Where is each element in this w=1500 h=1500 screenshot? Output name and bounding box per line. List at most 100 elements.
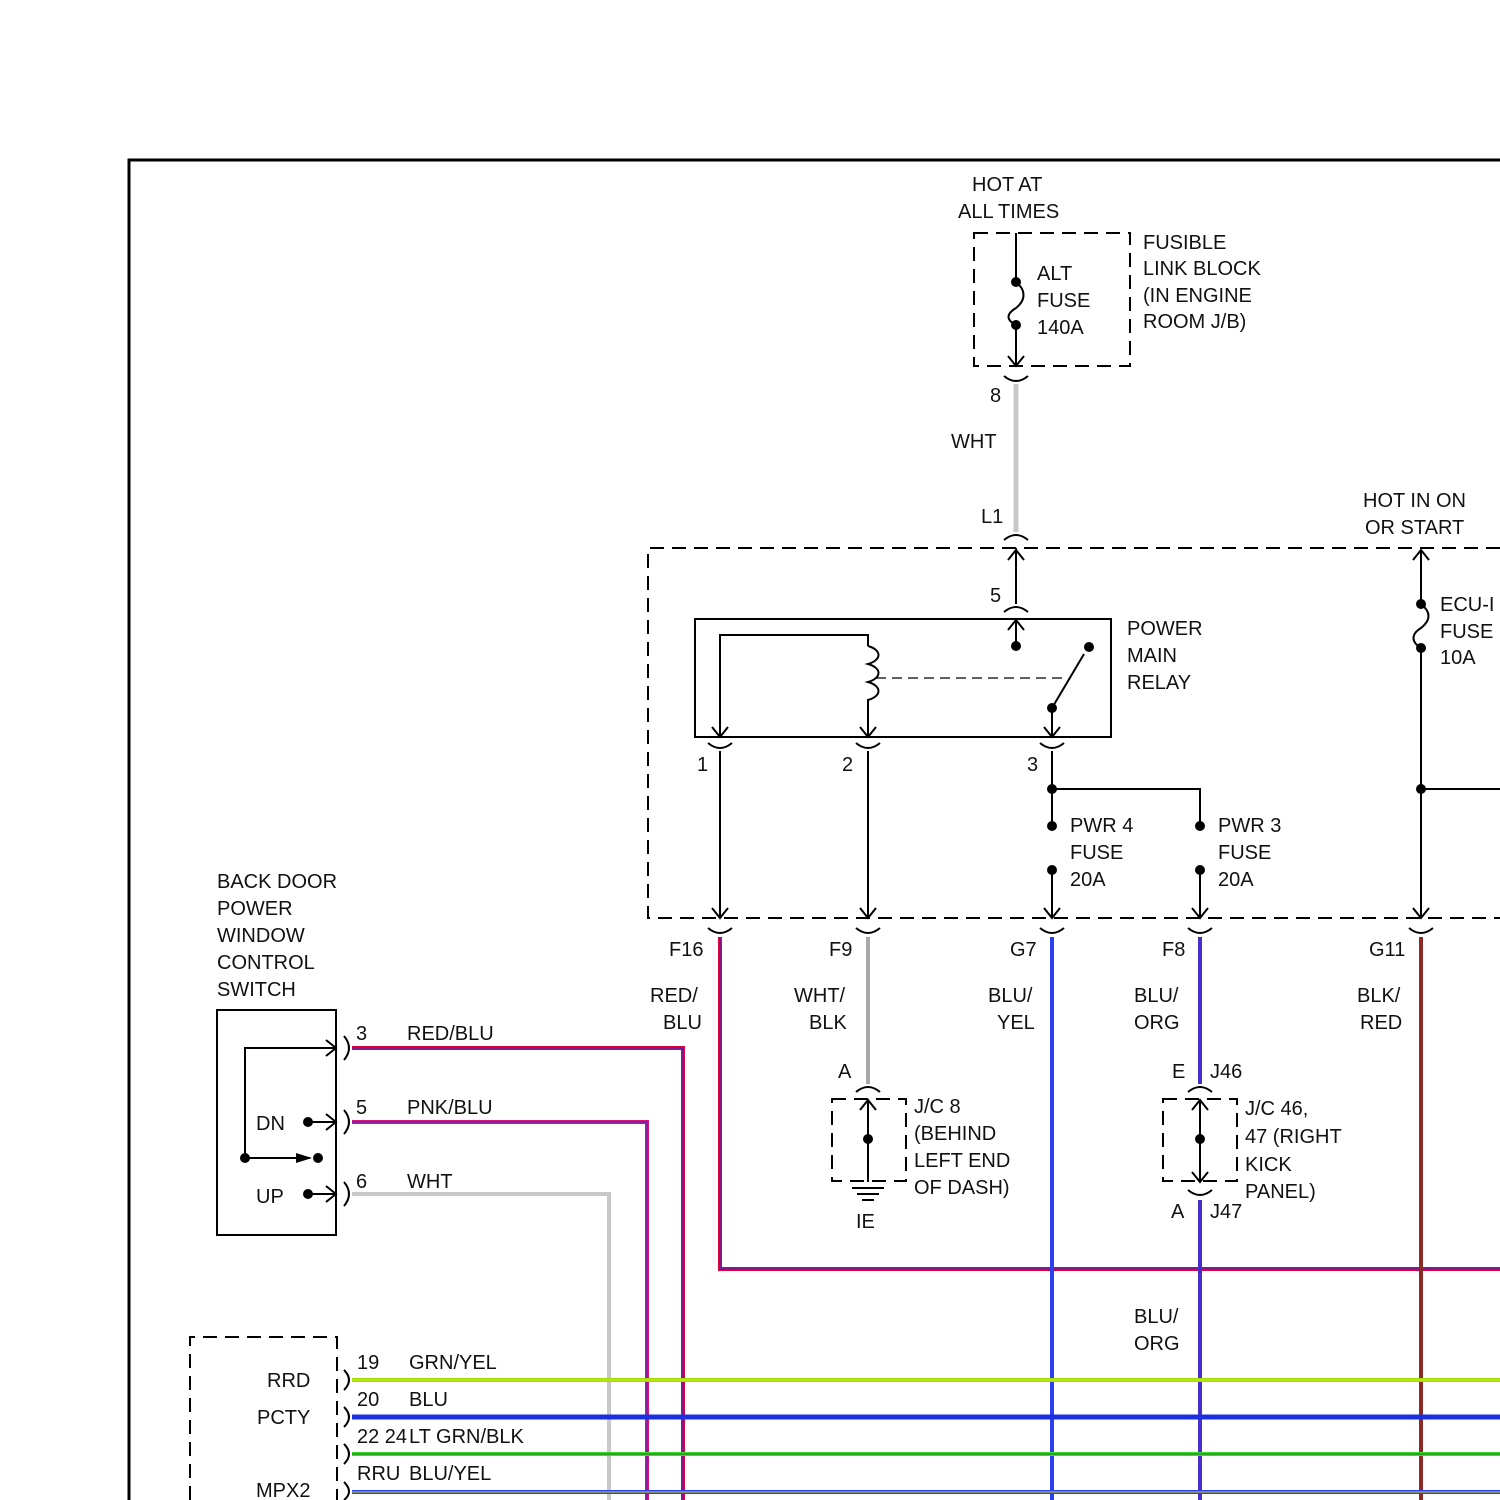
jc8-label-1: J/C 8: [914, 1096, 961, 1118]
relay-pin-connectors: [708, 743, 1064, 748]
wire-f8-label-1: BLU/: [1134, 985, 1179, 1007]
wire-g11-label-2: RED: [1360, 1012, 1402, 1034]
alt-fuse-label-2: FUSE: [1037, 290, 1090, 312]
wire-f9-label-1: WHT/: [794, 985, 846, 1007]
module-mpx2-label: MPX2: [256, 1480, 310, 1500]
switch-label-4: CONTROL: [217, 952, 315, 974]
module-pin-rru-label: RRU: [357, 1463, 400, 1485]
jc46-id-label: J46: [1210, 1061, 1242, 1083]
connector-f9-label: F9: [829, 939, 852, 961]
relay-pin-2-label: 2: [842, 754, 853, 776]
pwr4-fuse-label-2: FUSE: [1070, 842, 1123, 864]
relay-pin-1-label: 1: [697, 754, 708, 776]
relay-pin-5-label: 5: [990, 585, 1001, 607]
switch-wire-5-label: PNK/BLU: [407, 1097, 493, 1119]
wire-blu-org-lower-label-2: ORG: [1134, 1333, 1180, 1355]
connector-f16-label: F16: [669, 939, 703, 961]
jc46-label-3: KICK: [1245, 1154, 1292, 1176]
module-wire-20-label: BLU: [409, 1389, 448, 1411]
fusible-link-block-label-2: LINK BLOCK: [1143, 258, 1261, 280]
module-wire-rru-label: BLU/YEL: [409, 1463, 491, 1485]
alt-fuse-symbol: [1008, 233, 1024, 366]
wire-g11-label-1: BLK/: [1357, 985, 1401, 1007]
switch-pin-3-label: 3: [356, 1023, 367, 1045]
relay-pin-5-path: [1004, 548, 1028, 651]
connector-l1-label: L1: [981, 506, 1003, 528]
jc46-label-4: PANEL): [1245, 1181, 1316, 1203]
connector-g7-label: G7: [1010, 939, 1037, 961]
wire-wht-top-label: WHT: [951, 431, 997, 453]
hot-in-on-label-1: HOT IN ON: [1363, 490, 1466, 512]
fusible-link-block-label-4: ROOM J/B): [1143, 311, 1246, 333]
wire-f16-label-1: RED/: [650, 985, 698, 1007]
connector-8-symbol: [1004, 376, 1028, 381]
pwr3-fuse-label-2: FUSE: [1218, 842, 1271, 864]
switch-dn-label: DN: [256, 1113, 285, 1135]
jc8-pin-label: A: [838, 1061, 852, 1083]
relay-label-3: RELAY: [1127, 672, 1191, 694]
switch-label-2: POWER: [217, 898, 293, 920]
module-pin-19-label: 19: [357, 1352, 379, 1374]
jc47-pin-bottom-label: A: [1171, 1201, 1185, 1223]
wire-g7-label-1: BLU/: [988, 985, 1033, 1007]
pwr4-fuse-label-1: PWR 4: [1070, 815, 1133, 837]
module-pin-20-label: 20: [357, 1389, 379, 1411]
hot-at-all-times-label-2: ALL TIMES: [958, 201, 1059, 223]
switch-label-3: WINDOW: [217, 925, 305, 947]
switch-pin-6-label: 6: [356, 1171, 367, 1193]
switch-pin-5-label: 5: [356, 1097, 367, 1119]
hot-in-on-label-2: OR START: [1365, 517, 1464, 539]
jc8-connector-symbol: [856, 1087, 880, 1092]
wire-g7-label-2: YEL: [997, 1012, 1035, 1034]
switch-wire-3-label: RED/BLU: [407, 1023, 494, 1045]
relay-pin-3-label: 3: [1027, 754, 1038, 776]
relay-label-1: POWER: [1127, 618, 1203, 640]
jc8-label-2: (BEHIND: [914, 1123, 996, 1145]
switch-label-5: SWITCH: [217, 979, 296, 1001]
module-pcty-label: PCTY: [257, 1407, 310, 1429]
wire-f8-label-2: ORG: [1134, 1012, 1180, 1034]
module-wire-19-label: GRN/YEL: [409, 1352, 497, 1374]
wire-f16-label-2: BLU: [663, 1012, 702, 1034]
bottom-connector-symbols: [708, 928, 1433, 933]
relay-coil-symbol: [712, 635, 1064, 737]
jc46-connector-symbol: [1188, 1087, 1212, 1092]
ecu-i-fuse-label-2: FUSE: [1440, 621, 1493, 643]
switch-pin-connectors: [344, 1036, 349, 1206]
jc46-pin-top-label: E: [1172, 1061, 1185, 1083]
module-pin-22-24-label: 22 24: [357, 1426, 407, 1448]
jc8-ground-symbol: [852, 1100, 884, 1200]
hot-at-all-times-label-1: HOT AT: [972, 174, 1042, 196]
pwr4-fuse-label-3: 20A: [1070, 869, 1106, 891]
module-pin-connectors: [344, 1370, 349, 1500]
alt-fuse-label-3: 140A: [1037, 317, 1084, 339]
jc8-label-3: LEFT END: [914, 1150, 1010, 1172]
connector-8-pin: 8: [990, 385, 1001, 407]
alt-fuse-label-1: ALT: [1037, 263, 1072, 285]
jc46-label-1: J/C 46,: [1245, 1098, 1308, 1120]
relay-switch-contact: [1044, 642, 1094, 737]
pwr3-fuse-label-1: PWR 3: [1218, 815, 1281, 837]
relay-label-2: MAIN: [1127, 645, 1177, 667]
power-main-relay-box: [695, 619, 1111, 737]
switch-wire-6-label: WHT: [407, 1171, 453, 1193]
switch-label-1: BACK DOOR: [217, 871, 337, 893]
diagram-frame: [129, 160, 1500, 1500]
ecu-i-fuse-label-1: ECU-I: [1440, 594, 1494, 616]
wire-f9-label-2: BLK: [809, 1012, 847, 1034]
relay-pin-1-2-lines: [712, 751, 876, 918]
jc8-label-4: OF DASH): [914, 1177, 1010, 1199]
pwr3-fuse-label-3: 20A: [1218, 869, 1254, 891]
module-wire-22-label: LT GRN/BLK: [409, 1426, 525, 1448]
ground-ie-label: IE: [856, 1211, 875, 1233]
fusible-link-block-label-1: FUSIBLE: [1143, 232, 1226, 254]
fusible-link-block-label-3: (IN ENGINE: [1143, 285, 1252, 307]
connector-l1-symbol: [1004, 535, 1028, 540]
connector-f8-label: F8: [1162, 939, 1185, 961]
jc47-id-label: J47: [1210, 1201, 1242, 1223]
jc46-label-2: 47 (RIGHT: [1245, 1126, 1342, 1148]
connector-g11-label: G11: [1369, 939, 1405, 961]
ecu-i-fuse-label-3: 10A: [1440, 647, 1476, 669]
wire-blu-org-lower-label-1: BLU/: [1134, 1306, 1179, 1328]
